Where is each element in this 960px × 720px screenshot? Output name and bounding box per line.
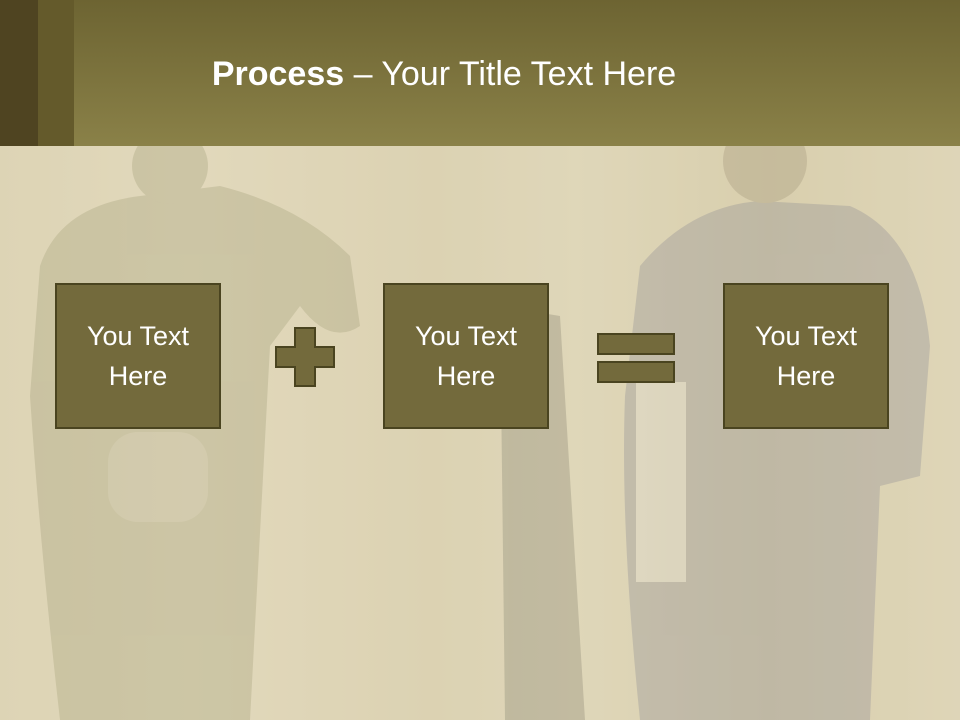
plus-icon — [275, 327, 335, 387]
figure-left-head — [132, 128, 208, 204]
bag-left — [108, 432, 208, 522]
process-box-1[interactable]: You Text Here — [55, 283, 221, 429]
title-bar-stripe-medium — [38, 0, 74, 146]
background-figures — [30, 119, 930, 720]
process-box-2-text: You Text Here — [414, 321, 518, 391]
title-bar: Process – Your Title Text Here — [0, 0, 960, 146]
slide-title-rest: – Your Title Text Here — [344, 55, 677, 93]
photo-wash-overlay — [0, 146, 960, 720]
process-box-3[interactable]: You Text Here — [723, 283, 889, 429]
process-box-3-text: You Text Here — [754, 321, 858, 391]
slide-title[interactable]: Process – Your Title Text Here — [74, 52, 814, 96]
slide-title-bold: Process — [211, 55, 345, 93]
process-box-1-text: You Text Here — [86, 321, 190, 391]
process-box-2[interactable]: You Text Here — [383, 283, 549, 429]
equals-icon — [597, 333, 675, 383]
background-photo — [0, 119, 960, 720]
bag-item — [636, 382, 686, 582]
title-bar-stripe-dark — [0, 0, 38, 146]
